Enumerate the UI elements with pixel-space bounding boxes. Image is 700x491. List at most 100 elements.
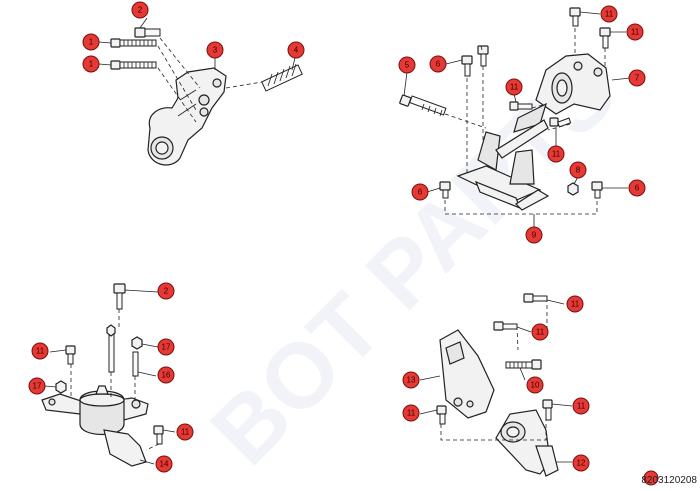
svg-text:3: 3 (213, 46, 218, 55)
bolt-6-top (461, 55, 473, 77)
bolt-11-side-b (153, 425, 164, 445)
bolt-11-rr-left (436, 405, 447, 425)
svg-text:6: 6 (436, 60, 441, 69)
callout-14: 14 (155, 455, 173, 473)
svg-text:11: 11 (36, 347, 45, 356)
bolt-11-side (65, 345, 76, 365)
callout-2-top: 2 (131, 1, 149, 19)
svg-text:6: 6 (635, 184, 640, 193)
callout-11-rr-mid: 11 (531, 323, 549, 341)
bolt-6-top-b (477, 45, 489, 67)
bolt-6-left (439, 181, 451, 199)
bolt-11-top-b (599, 27, 611, 49)
svg-text:17: 17 (33, 382, 42, 391)
svg-text:1: 1 (89, 60, 94, 69)
callout-6-top: 6 (429, 55, 447, 73)
svg-text:8: 8 (576, 166, 581, 175)
upper-mount (495, 53, 611, 159)
callout-11-rr-top: 11 (566, 295, 584, 313)
callout-11-d: 11 (547, 145, 565, 163)
svg-text:12: 12 (577, 459, 586, 468)
bracket-13 (439, 329, 495, 419)
callout-16: 16 (157, 366, 175, 384)
callout-4: 4 (287, 41, 305, 59)
group-side-mount (41, 283, 164, 467)
side-mount-body (41, 385, 149, 467)
callout-5: 5 (398, 56, 416, 74)
svg-text:11: 11 (181, 428, 190, 437)
svg-text:7: 7 (635, 74, 640, 83)
svg-text:13: 13 (407, 376, 416, 385)
doc-marker (643, 470, 659, 486)
svg-text:17: 17 (162, 343, 171, 352)
leader-lines (44, 11, 631, 465)
callout-10: 10 (526, 376, 544, 394)
callout-11-c: 11 (505, 78, 523, 96)
svg-text:9: 9 (532, 231, 537, 240)
callout-12: 12 (572, 454, 590, 472)
callout-1-upper: 1 (82, 33, 100, 51)
callout-7: 7 (628, 69, 646, 87)
bolt-11-mid (509, 101, 533, 111)
callout-1-lower: 1 (82, 55, 100, 73)
callout-3: 3 (206, 41, 224, 59)
svg-text:11: 11 (605, 10, 614, 19)
callout-11-side-b: 11 (176, 423, 194, 441)
callout-11-b: 11 (626, 23, 644, 41)
bolt-1-upper (110, 38, 157, 48)
callout-11-a: 11 (600, 5, 618, 23)
callout-11-rr-right: 11 (572, 397, 590, 415)
callout-13: 13 (402, 371, 420, 389)
svg-text:11: 11 (571, 300, 580, 309)
callout-17-left: 17 (28, 377, 46, 395)
svg-text:11: 11 (536, 328, 545, 337)
svg-text:2: 2 (164, 287, 169, 296)
stud-4 (261, 63, 303, 92)
bolt-2 (134, 27, 161, 38)
stud-16-a (108, 331, 115, 373)
lower-bracket (456, 131, 550, 211)
svg-text:6: 6 (418, 188, 423, 197)
svg-text:1: 1 (89, 38, 94, 47)
rear-bracket (147, 67, 227, 166)
nut-17-left (55, 380, 67, 394)
svg-text:16: 16 (162, 371, 171, 380)
bolt-1-lower (110, 60, 157, 70)
stud-16-b (132, 351, 139, 377)
bolt-6-right (591, 181, 603, 199)
group-rear-mount (436, 293, 559, 477)
bolt-11-rr-right (542, 399, 553, 421)
svg-text:14: 14 (160, 460, 169, 469)
nut-8 (567, 182, 579, 196)
bolt-11-rr-top (523, 293, 548, 303)
callout-2-lower: 2 (157, 282, 175, 300)
callout-6-right: 6 (628, 179, 646, 197)
svg-text:11: 11 (552, 150, 561, 159)
callout-11-side: 11 (31, 342, 49, 360)
document-code: 8203120208 (641, 475, 697, 486)
bolt-11-rr-mid (493, 321, 518, 331)
svg-text:10: 10 (531, 381, 540, 390)
callout-6-left: 6 (411, 183, 429, 201)
bolt-11-lower (549, 117, 572, 128)
svg-text:11: 11 (577, 402, 586, 411)
bolt-11-top-a (569, 7, 581, 27)
svg-text:2: 2 (138, 6, 143, 15)
callout-8: 8 (569, 161, 587, 179)
svg-text:4: 4 (294, 46, 299, 55)
mount-12 (495, 409, 559, 477)
svg-text:11: 11 (407, 409, 416, 418)
svg-text:11: 11 (510, 83, 519, 92)
bolt-2-lower (113, 283, 126, 310)
svg-text:11: 11 (631, 28, 640, 37)
nut-17-top (131, 336, 143, 350)
svg-text:5: 5 (405, 61, 410, 70)
bolt-10 (505, 359, 542, 370)
callout-17-top: 17 (157, 338, 175, 356)
group-rear-bracket (110, 27, 303, 166)
bolt-5 (399, 94, 447, 117)
callout-9: 9 (525, 226, 543, 244)
callout-11-rr-left: 11 (402, 404, 420, 422)
group-front-mount (399, 7, 611, 215)
